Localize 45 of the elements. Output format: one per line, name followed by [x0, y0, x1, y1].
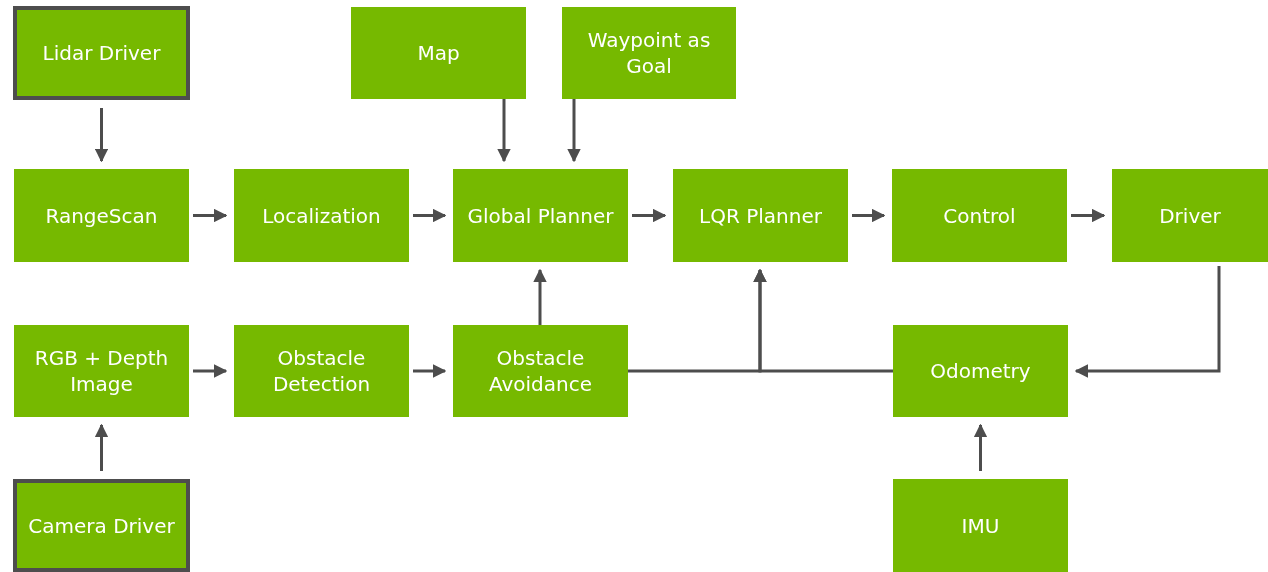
node-label: RangeScan: [45, 202, 158, 229]
node-label: Obstacle Detection: [271, 345, 372, 397]
arrow: [193, 364, 228, 378]
arrow: [567, 99, 581, 163]
process-box: [1112, 169, 1268, 262]
node-label: Odometry: [930, 358, 1031, 384]
arrow: [94, 108, 109, 163]
arrow: [1074, 266, 1221, 378]
arrow: [94, 423, 109, 471]
process-box: [562, 7, 736, 99]
arrow: [973, 423, 988, 471]
process-box: [13, 479, 190, 572]
node-label: Obstacle Avoidance: [487, 345, 594, 397]
process-box: [234, 325, 409, 417]
arrow: [533, 268, 547, 325]
process-box: [351, 7, 526, 99]
arrow: [497, 99, 511, 163]
arrow: [852, 208, 886, 223]
process-box: [893, 325, 1068, 417]
arrow: [1071, 208, 1106, 223]
node-label: Global Planner: [467, 202, 614, 229]
process-box: [893, 479, 1068, 572]
node-label: RGB + Depth Image: [33, 345, 170, 397]
arrow: [413, 364, 447, 378]
arrow: [413, 208, 447, 223]
process-box: [14, 325, 189, 417]
process-box: [453, 169, 628, 262]
node-label: Map: [417, 40, 460, 66]
arrow: [193, 208, 228, 223]
node-label: Driver: [1159, 202, 1221, 229]
node-label: Control: [943, 202, 1016, 229]
process-box: [13, 6, 190, 100]
node-label: Lidar Driver: [42, 40, 161, 66]
process-box: [673, 169, 848, 262]
process-box: [234, 169, 409, 262]
node-label: Camera Driver: [28, 512, 175, 539]
process-box: [14, 169, 189, 262]
node-label: Localization: [262, 202, 381, 229]
process-box: [453, 325, 628, 417]
arrow: [753, 268, 893, 373]
node-label: Waypoint as Goal: [586, 27, 712, 79]
arrow: [632, 208, 667, 223]
node-label: LQR Planner: [699, 202, 822, 229]
node-label: IMU: [961, 512, 1000, 539]
process-box: [892, 169, 1067, 262]
